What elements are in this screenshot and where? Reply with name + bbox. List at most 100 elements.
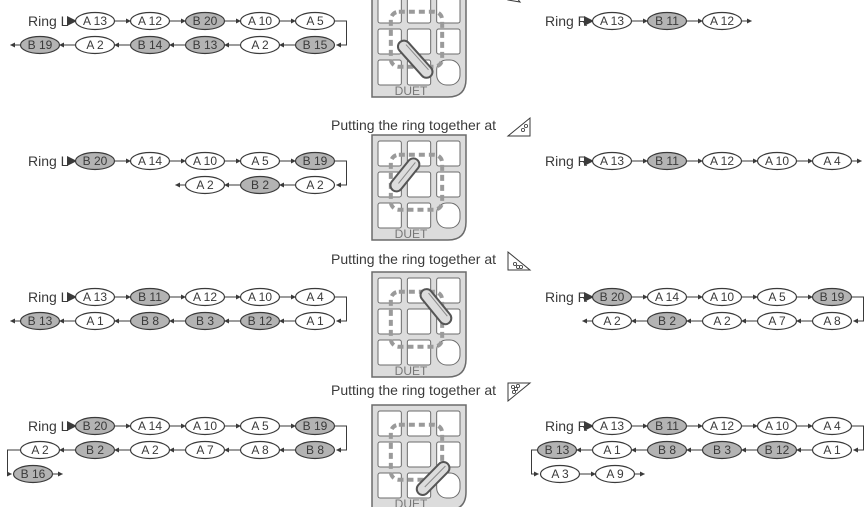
- triangle-dot: [521, 127, 526, 132]
- pill-shape: [184, 287, 226, 307]
- pill-shape: [239, 11, 281, 31]
- pill-shape: [294, 175, 336, 195]
- pill-label: A 14: [655, 290, 679, 304]
- triangle-dots-icon: [506, 116, 531, 137]
- triangle-dot: [516, 383, 521, 388]
- pill-shape: [701, 11, 743, 31]
- pill-label: A 5: [251, 419, 269, 433]
- board-cell: [406, 339, 432, 366]
- pill-shape: [646, 440, 688, 460]
- pill-shape: [701, 416, 743, 436]
- piece-a-pill: A 9: [594, 464, 636, 484]
- piece-b-pill: B 20: [184, 11, 226, 31]
- piece-a-pill: A 3: [539, 464, 581, 484]
- piece-b-pill: B 15: [294, 35, 336, 55]
- piece-a-pill: A 14: [129, 151, 171, 171]
- piece-a-pill: A 10: [756, 416, 798, 436]
- piece-a-pill: A 2: [294, 175, 336, 195]
- piece-a-pill: A 10: [701, 287, 743, 307]
- pill-label: A 5: [251, 154, 269, 168]
- pill-label: B 14: [138, 38, 163, 52]
- pill-shape: [239, 440, 281, 460]
- pill-shape: [539, 464, 581, 484]
- pill-shape: [74, 311, 116, 331]
- pill-label: A 10: [193, 419, 217, 433]
- pill-shape: [591, 416, 633, 436]
- piece-a-pill: A 2: [701, 311, 743, 331]
- pill-label: A 2: [86, 38, 104, 52]
- piece-b-pill: B 19: [294, 151, 336, 171]
- pill-shape: [19, 311, 61, 331]
- piece-b-pill: B 8: [294, 440, 336, 460]
- piece-b-pill: B 19: [294, 416, 336, 436]
- pill-label: A 1: [86, 314, 104, 328]
- piece-a-pill: A 2: [184, 175, 226, 195]
- pill-shape: [129, 311, 171, 331]
- piece-a-pill: A 1: [811, 440, 853, 460]
- return-connector: [334, 425, 347, 453]
- pill-shape: [701, 311, 743, 331]
- board-cell: [377, 140, 402, 167]
- piece-b-pill: B 3: [701, 440, 743, 460]
- pill-label: A 10: [248, 290, 272, 304]
- piece-b-pill: B 20: [74, 416, 116, 436]
- board-label: DUET: [395, 497, 428, 507]
- pill-shape: [74, 35, 116, 55]
- pill-label: B 19: [303, 154, 328, 168]
- pill-shape: [646, 416, 688, 436]
- return-connector: [334, 20, 347, 48]
- pill-shape: [129, 287, 171, 307]
- piece-b-pill: B 11: [646, 151, 688, 171]
- piece-a-pill: A 13: [591, 11, 633, 31]
- pill-label: B 11: [655, 14, 679, 28]
- pill-label: B 15: [303, 38, 328, 52]
- caption-text: Putting the ring together at: [331, 117, 496, 133]
- pill-label: A 7: [768, 314, 786, 328]
- return-connector: [334, 160, 347, 188]
- pill-label: A 14: [138, 419, 162, 433]
- board-cell: [436, 339, 461, 366]
- return-connector: [851, 425, 864, 453]
- triangle-shape: [506, 116, 531, 137]
- pill-label: A 5: [768, 290, 786, 304]
- piece-b-pill: B 16: [12, 464, 54, 484]
- piece-a-pill: A 12: [701, 11, 743, 31]
- ring-start-marker: [67, 421, 77, 431]
- pill-shape: [239, 35, 281, 55]
- triangle-dot: [510, 384, 515, 389]
- pill-shape: [591, 440, 633, 460]
- board-cell: [406, 171, 432, 198]
- pill-shape: [591, 311, 633, 331]
- piece-a-pill: A 10: [184, 151, 226, 171]
- pill-shape: [74, 151, 116, 171]
- triangle-dot: [513, 261, 518, 266]
- piece-a-pill: A 10: [239, 11, 281, 31]
- piece-b-pill: B 13: [19, 311, 61, 331]
- piece-a-pill: A 4: [294, 287, 336, 307]
- pill-label: A 8: [823, 314, 841, 328]
- pill-label: B 12: [248, 314, 273, 328]
- pill-label: A 12: [710, 14, 734, 28]
- board-cell: [436, 140, 461, 167]
- pill-label: B 20: [193, 14, 218, 28]
- pill-shape: [811, 311, 853, 331]
- pill-shape: [646, 151, 688, 171]
- board-cell: [377, 339, 402, 366]
- pill-shape: [756, 311, 798, 331]
- piece-a-pill: A 13: [74, 287, 116, 307]
- pill-label: A 2: [196, 178, 214, 192]
- pill-shape: [811, 151, 853, 171]
- pill-shape: [74, 11, 116, 31]
- ring-start-marker: [584, 156, 594, 166]
- piece-a-pill: A 8: [239, 440, 281, 460]
- pill-shape: [184, 311, 226, 331]
- pill-shape: [756, 151, 798, 171]
- board-cell: [377, 410, 402, 437]
- ring-label: Ring R: [545, 13, 588, 29]
- board-cell: [436, 202, 461, 229]
- pill-label: A 2: [713, 314, 731, 328]
- piece-b-pill: B 13: [184, 35, 226, 55]
- pill-shape: [184, 35, 226, 55]
